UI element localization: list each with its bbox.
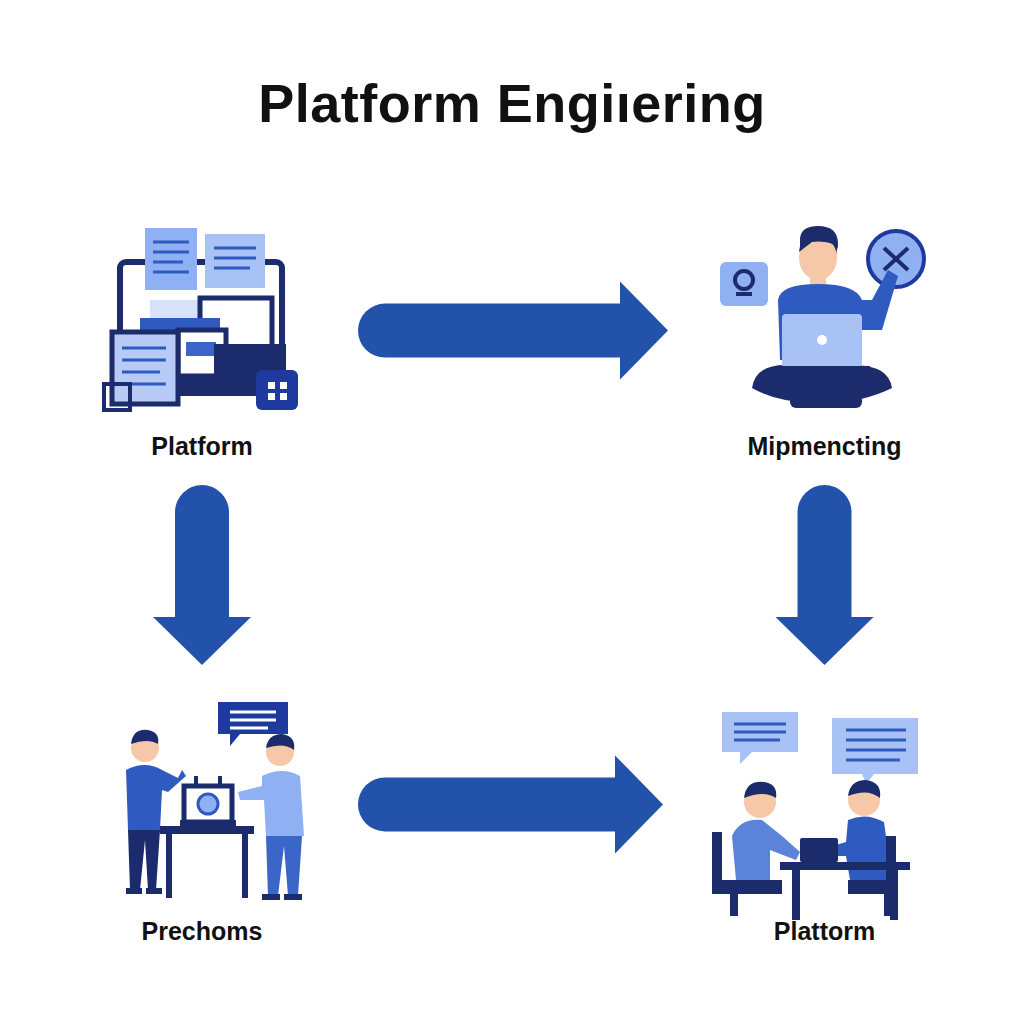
step-label: Platform	[92, 432, 312, 461]
arrow-shaft	[385, 777, 617, 831]
arrow-shaft	[175, 512, 229, 619]
platform-illustration	[104, 228, 298, 410]
arrow-shaft	[798, 512, 852, 619]
diagram-title: Platform Engiıering	[0, 72, 1024, 134]
flow-arrow	[776, 512, 874, 665]
illustrated-step: Mipmencting	[712, 225, 937, 465]
arrow-shaft	[385, 304, 622, 358]
step-label: Mipmencting	[712, 432, 937, 461]
meeting-illustration	[712, 712, 918, 920]
flow-arrow	[153, 512, 251, 665]
arrow-head	[153, 617, 251, 665]
arrow-head	[776, 617, 874, 665]
illustrated-step: Plattorm	[707, 690, 942, 950]
illustrated-step: Platform	[92, 225, 312, 465]
flow-arrow	[385, 755, 663, 853]
step-label: Plattorm	[707, 917, 942, 946]
illustrated-step: Prechoms	[92, 690, 312, 950]
developer-illustration	[720, 226, 924, 408]
step-label: Prechoms	[92, 917, 312, 946]
arrow-head	[615, 755, 663, 853]
arrow-head	[620, 282, 668, 380]
collaboration-illustration	[126, 702, 304, 900]
flow-arrow	[385, 282, 668, 380]
